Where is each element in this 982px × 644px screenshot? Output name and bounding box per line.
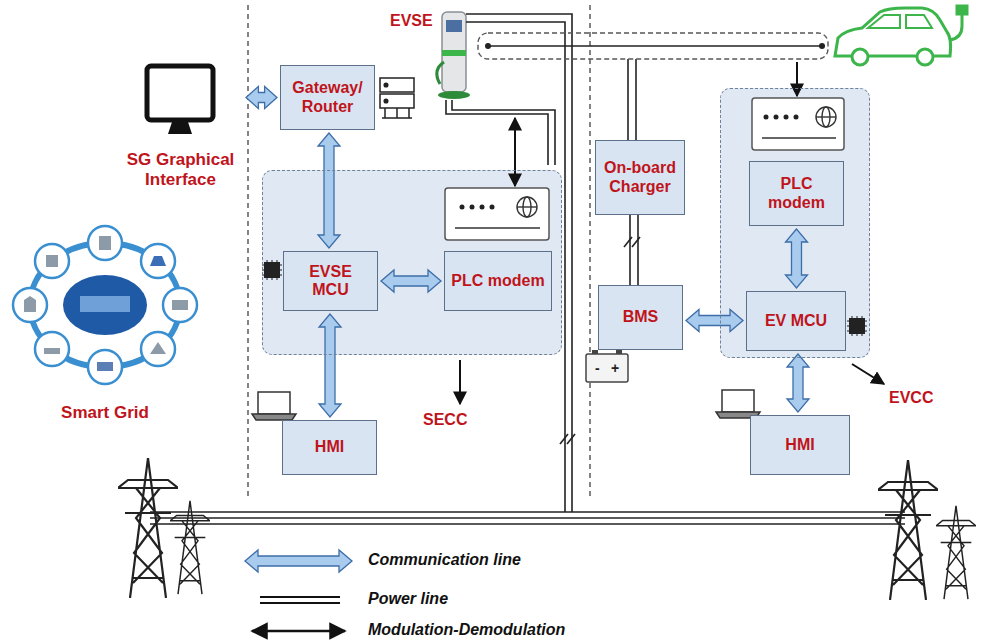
group-fill [262,170,562,355]
node-label: EVCC [889,389,933,407]
terminal-sign: + [611,361,619,375]
group-region: SECCEVSE MCUPLC modem [262,170,562,355]
process-box: PLC modem [444,251,552,311]
legend-text: Power line [368,590,448,608]
node-label: HMI [785,436,814,454]
server-icon [380,78,414,118]
node-label: PLC modem [451,272,544,290]
terminal-sign: - [595,361,600,375]
cable-end [485,43,825,49]
process-box: PLC modem [749,161,844,226]
node-label: PLC modem [756,175,837,212]
power-line [150,14,905,524]
car-icon [835,6,967,65]
monitor-icon [147,66,213,134]
node-label: EVSE MCU [290,263,371,300]
process-box: EV MCU [746,291,846,351]
node-label: Smart Grid [5,403,205,423]
modem-icon [445,98,844,240]
process-box: Gateway/ Router [280,65,375,130]
communication-arrow [381,270,441,292]
process-box: BMS [598,285,683,350]
communication-arrow [686,310,743,332]
communication-arrow [246,87,277,109]
communication-arrow [318,133,340,248]
separator-line [248,5,590,500]
process-box: HMI [282,420,377,475]
communication-arrow [787,354,809,412]
process-box: EVSE MCU [283,251,378,311]
group-fill [720,88,870,358]
node-label: BMS [623,308,659,326]
legend-sample [245,550,352,572]
charger-icon [437,12,470,99]
icon-node: EVSE [390,6,440,106]
node-label: On-board Charger [602,159,678,196]
icon-node: Smart Grid [5,215,205,430]
process-box: On-board Charger [595,140,685,215]
charging-cable [478,33,828,59]
smart-grid-ring [13,226,197,384]
communication-arrow [786,229,808,288]
node-label: Gateway/ Router [287,79,368,116]
legend-text: Modulation-Demodulation [368,621,565,639]
battery-icon [586,350,628,382]
legend-text: Communication line [368,551,521,569]
group-region: EVCCPLC modemEV MCU [720,88,870,358]
process-box: HMI [750,415,850,475]
node-label: SECC [423,411,467,429]
icon-node: SG Graphical Interface [118,58,243,208]
transmission-tower [118,458,976,600]
communication-arrow [319,314,341,417]
node-label: EV MCU [765,312,827,330]
legend-sample [252,631,345,632]
legend-sample [260,597,340,603]
node-label: HMI [315,438,344,456]
node-label: EVSE [390,12,433,30]
node-label: SG Graphical Interface [118,150,243,189]
